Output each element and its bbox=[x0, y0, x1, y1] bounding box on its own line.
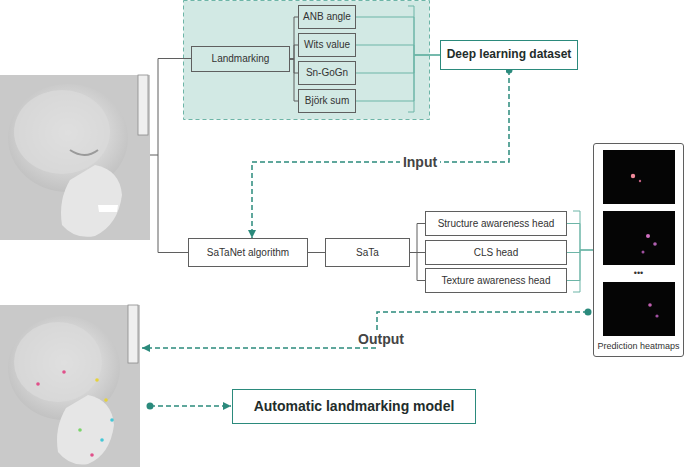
cephalogram-image bbox=[0, 75, 150, 240]
connector-line bbox=[356, 45, 440, 55]
module-box: SaTa bbox=[325, 238, 410, 267]
measure-box: Sn-GoGn bbox=[298, 61, 356, 85]
connector-line bbox=[290, 17, 298, 59]
connector-line bbox=[410, 253, 425, 281]
head-box: Texture awareness head bbox=[425, 268, 567, 293]
connector-line bbox=[356, 17, 440, 55]
node-text: Sn-GoGn bbox=[306, 67, 348, 79]
branch-bracket bbox=[150, 59, 191, 253]
node-text: Texture awareness head bbox=[442, 275, 551, 287]
connector-line bbox=[410, 224, 425, 253]
node-text: Prediction heatmaps bbox=[597, 341, 679, 351]
annotated-cephalogram bbox=[0, 305, 140, 467]
node-text: Structure awareness head bbox=[438, 218, 555, 230]
output-connector bbox=[142, 309, 592, 349]
head-box: CLS head bbox=[425, 240, 567, 265]
head-box: Structure awareness head bbox=[425, 211, 567, 236]
node-text: Automatic landmarking model bbox=[254, 398, 455, 414]
node-text: Björk sum bbox=[305, 95, 349, 107]
node-text: SaTaNet algorithm bbox=[207, 247, 289, 259]
node-text: Deep learning dataset bbox=[447, 48, 572, 62]
connector-line bbox=[308, 252, 325, 253]
process-box: Landmarking bbox=[191, 46, 290, 72]
node-text: Wits value bbox=[304, 39, 350, 51]
heatmap-panel: Prediction heatmaps bbox=[593, 143, 684, 357]
model-connector bbox=[147, 403, 232, 410]
heatmap-images bbox=[603, 150, 675, 336]
node-text: SaTa bbox=[356, 247, 379, 259]
node-text: CLS head bbox=[474, 247, 518, 259]
model-box: Automatic landmarking model bbox=[232, 389, 476, 424]
measure-box: ANB angle bbox=[298, 5, 356, 29]
node-text: ANB angle bbox=[303, 11, 351, 23]
ellipsis-mark: ••• bbox=[593, 266, 684, 280]
flow-label: Output bbox=[350, 331, 412, 347]
algorithm-box: SaTaNet algorithm bbox=[188, 238, 308, 267]
connector-line bbox=[290, 59, 298, 101]
connector-line bbox=[567, 250, 593, 281]
merge-bracket bbox=[408, 6, 414, 112]
node-text: Landmarking bbox=[212, 53, 270, 65]
connector-line bbox=[356, 55, 440, 101]
measure-box: Wits value bbox=[298, 33, 356, 57]
dataset-box: Deep learning dataset bbox=[440, 40, 578, 70]
measure-box: Björk sum bbox=[298, 89, 356, 113]
connector-line bbox=[567, 224, 593, 251]
dataset-band bbox=[184, 1, 430, 120]
connector-line bbox=[290, 45, 298, 59]
connector-line bbox=[356, 55, 440, 73]
flow-label: Input bbox=[400, 154, 440, 170]
